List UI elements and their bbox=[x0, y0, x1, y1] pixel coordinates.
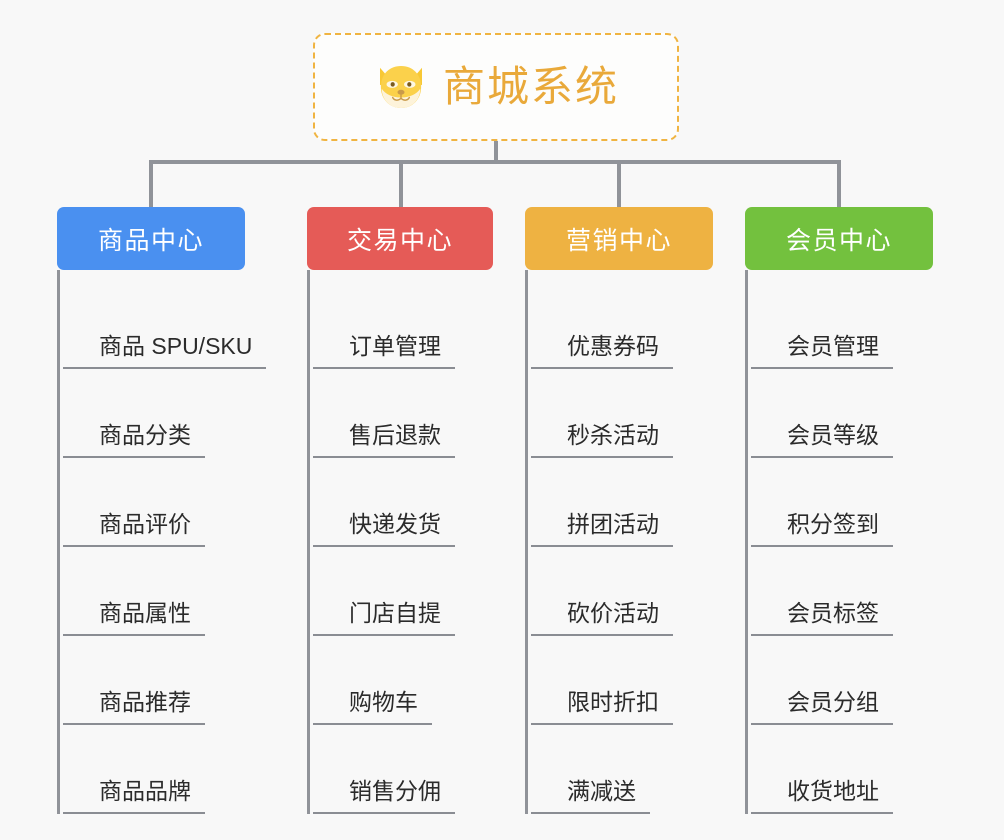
branch-product-center: 商品中心 商品 SPU/SKU 商品分类 商品评价 商品属性 商品推荐 商品品牌 bbox=[57, 207, 267, 814]
list-item[interactable]: 会员管理 bbox=[751, 280, 933, 369]
branch-trade-center: 交易中心 订单管理 售后退款 快递发货 门店自提 购物车 销售分佣 bbox=[307, 207, 493, 814]
connector-horizontal-bus bbox=[149, 160, 841, 164]
connector-drop-2 bbox=[399, 160, 403, 207]
branch-marketing-center: 营销中心 优惠券码 秒杀活动 拼团活动 砍价活动 限时折扣 满减送 bbox=[525, 207, 713, 814]
leaf-label: 会员管理 bbox=[751, 332, 893, 369]
leaf-label: 订单管理 bbox=[313, 332, 455, 369]
list-item[interactable]: 商品品牌 bbox=[63, 725, 245, 814]
leaf-label: 会员标签 bbox=[751, 599, 893, 636]
list-item[interactable]: 会员标签 bbox=[751, 547, 933, 636]
leaf-label: 会员等级 bbox=[751, 421, 893, 458]
leaf-label: 砍价活动 bbox=[531, 599, 673, 636]
connector-drop-3 bbox=[617, 160, 621, 207]
category-label-4: 会员中心 bbox=[785, 226, 892, 255]
leaf-label: 商品品牌 bbox=[63, 777, 205, 814]
list-item[interactable]: 拼团活动 bbox=[531, 458, 713, 547]
category-label-3: 营销中心 bbox=[565, 226, 672, 255]
category-label-1: 商品中心 bbox=[97, 226, 204, 255]
list-item[interactable]: 砍价活动 bbox=[531, 547, 713, 636]
leaf-label: 限时折扣 bbox=[531, 688, 673, 725]
list-item[interactable]: 会员等级 bbox=[751, 369, 933, 458]
connector-drop-4 bbox=[837, 160, 841, 207]
list-item[interactable]: 收货地址 bbox=[751, 725, 933, 814]
leaf-label: 商品分类 bbox=[63, 421, 205, 458]
connector-drop-1 bbox=[149, 160, 153, 207]
leaf-label: 秒杀活动 bbox=[531, 421, 673, 458]
category-header-2[interactable]: 交易中心 bbox=[307, 207, 493, 270]
list-item[interactable]: 订单管理 bbox=[313, 280, 493, 369]
list-item[interactable]: 秒杀活动 bbox=[531, 369, 713, 458]
list-item[interactable]: 门店自提 bbox=[313, 547, 493, 636]
branch-member-center: 会员中心 会员管理 会员等级 积分签到 会员标签 会员分组 收货地址 bbox=[745, 207, 933, 814]
children-list-2: 订单管理 售后退款 快递发货 门店自提 购物车 销售分佣 bbox=[307, 270, 493, 814]
leaf-label: 优惠券码 bbox=[531, 332, 673, 369]
leaf-label: 拼团活动 bbox=[531, 510, 673, 547]
list-item[interactable]: 商品属性 bbox=[63, 547, 245, 636]
root-title: 商城系统 bbox=[442, 63, 619, 110]
category-label-2: 交易中心 bbox=[346, 226, 453, 255]
list-item[interactable]: 优惠券码 bbox=[531, 280, 713, 369]
category-header-3[interactable]: 营销中心 bbox=[525, 207, 713, 270]
children-list-1: 商品 SPU/SKU 商品分类 商品评价 商品属性 商品推荐 商品品牌 bbox=[57, 270, 267, 814]
list-item[interactable]: 商品评价 bbox=[63, 458, 245, 547]
leaf-label: 商品 SPU/SKU bbox=[63, 332, 267, 369]
leaf-label: 商品属性 bbox=[63, 599, 205, 636]
list-item[interactable]: 限时折扣 bbox=[531, 636, 713, 725]
leaf-label: 快递发货 bbox=[313, 510, 455, 547]
leaf-label: 商品评价 bbox=[63, 510, 205, 547]
leaf-label: 销售分佣 bbox=[313, 777, 455, 814]
children-list-4: 会员管理 会员等级 积分签到 会员标签 会员分组 收货地址 bbox=[745, 270, 933, 814]
leaf-label: 收货地址 bbox=[751, 777, 893, 814]
list-item[interactable]: 销售分佣 bbox=[313, 725, 493, 814]
list-item[interactable]: 商品分类 bbox=[63, 369, 245, 458]
category-header-1[interactable]: 商品中心 bbox=[57, 207, 245, 270]
root-node[interactable]: 商城系统 bbox=[313, 33, 679, 141]
leaf-label: 会员分组 bbox=[751, 688, 893, 725]
children-list-3: 优惠券码 秒杀活动 拼团活动 砍价活动 限时折扣 满减送 bbox=[525, 270, 713, 814]
shiba-inu-icon bbox=[379, 66, 422, 108]
category-header-4[interactable]: 会员中心 bbox=[745, 207, 933, 270]
leaf-label: 商品推荐 bbox=[63, 688, 205, 725]
list-item[interactable]: 购物车 bbox=[313, 636, 493, 725]
list-item[interactable]: 快递发货 bbox=[313, 458, 493, 547]
leaf-label: 满减送 bbox=[531, 777, 650, 814]
list-item[interactable]: 会员分组 bbox=[751, 636, 933, 725]
list-item[interactable]: 满减送 bbox=[531, 725, 713, 814]
list-item[interactable]: 积分签到 bbox=[751, 458, 933, 547]
list-item[interactable]: 商品 SPU/SKU bbox=[63, 280, 267, 369]
list-item[interactable]: 售后退款 bbox=[313, 369, 493, 458]
connector-root-stem bbox=[494, 141, 498, 163]
leaf-label: 售后退款 bbox=[313, 421, 455, 458]
leaf-label: 门店自提 bbox=[313, 599, 455, 636]
list-item[interactable]: 商品推荐 bbox=[63, 636, 245, 725]
leaf-label: 购物车 bbox=[313, 688, 432, 725]
leaf-label: 积分签到 bbox=[751, 510, 893, 547]
